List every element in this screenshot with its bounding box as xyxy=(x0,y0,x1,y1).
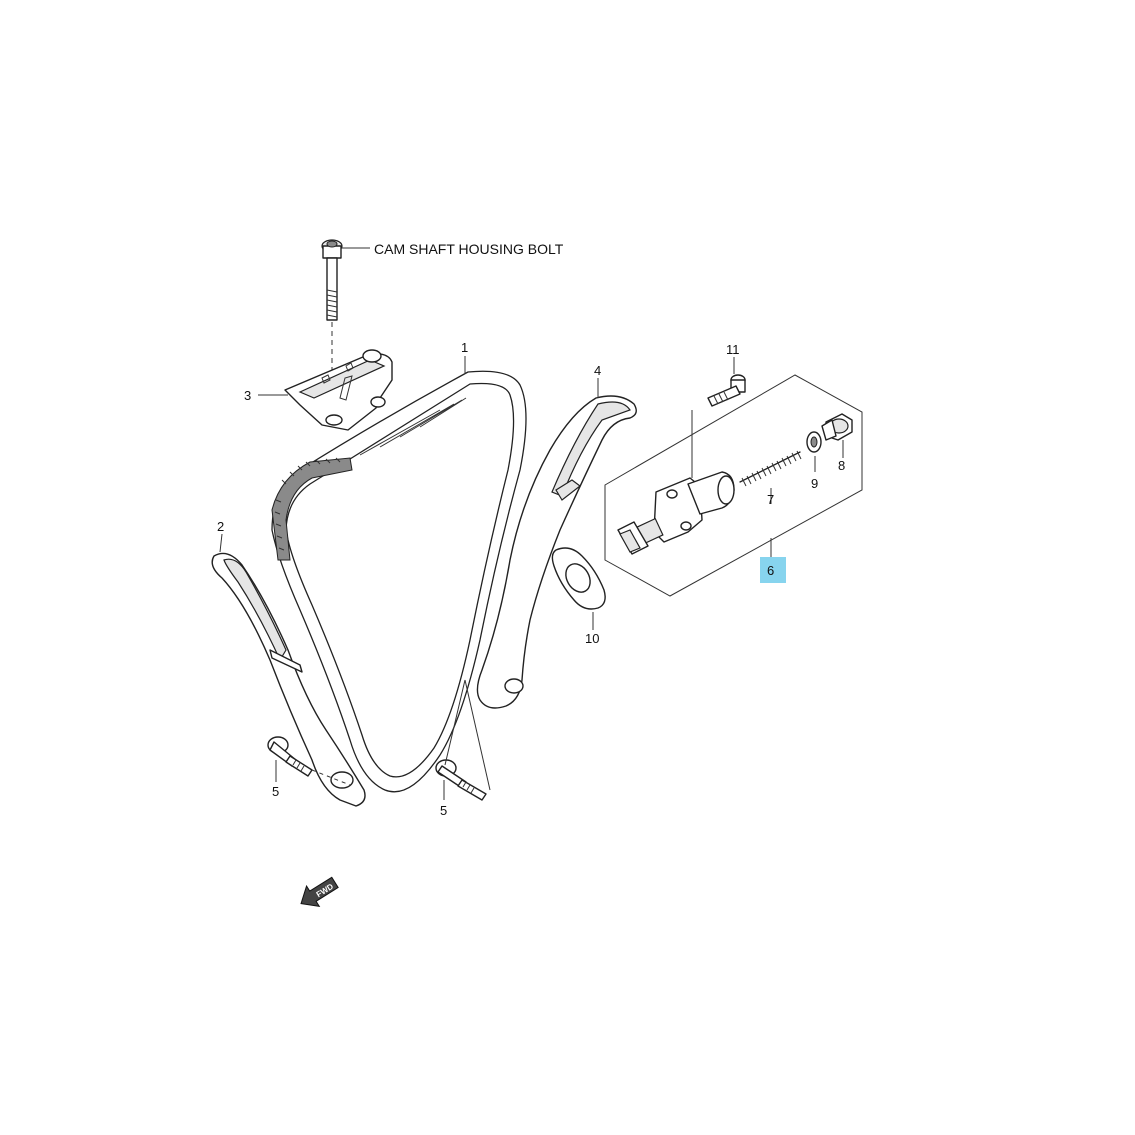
part-10-label: 10 xyxy=(585,631,599,646)
part-3-guide-holder[interactable] xyxy=(284,349,393,431)
part-1-cam-chain[interactable] xyxy=(271,370,527,793)
part-5a-axis xyxy=(311,769,351,786)
part-8-label: 8 xyxy=(838,458,845,473)
part-1-label: 1 xyxy=(461,340,468,355)
part-4-tensioner-guide[interactable] xyxy=(476,395,637,709)
part-2-label: 2 xyxy=(217,519,224,534)
part-6-label: 6 xyxy=(767,563,774,578)
part-11-label: 11 xyxy=(726,342,740,357)
part-5b-label: 5 xyxy=(440,803,447,818)
part-7-spring[interactable] xyxy=(739,450,802,487)
part-4-label: 4 xyxy=(594,363,601,378)
cam-shaft-housing-bolt-label: CAM SHAFT HOUSING BOLT xyxy=(374,241,564,257)
part-2-chain-guide[interactable] xyxy=(211,552,366,807)
part-11-bolt[interactable] xyxy=(707,374,746,407)
part-8-plug-bolt[interactable] xyxy=(821,413,853,441)
part-5b-to-guide-line xyxy=(464,679,491,791)
part-3-label: 3 xyxy=(244,388,251,403)
part-5-bolt-right[interactable] xyxy=(435,759,487,801)
part-9-washer[interactable] xyxy=(806,431,822,453)
part-7-label: 7 xyxy=(767,492,774,507)
part-5b-to-guide-line-2 xyxy=(444,679,466,766)
part-10-gasket[interactable] xyxy=(551,547,606,610)
part-2-leader xyxy=(219,533,223,553)
part-6-highlight xyxy=(760,557,786,583)
cam-shaft-housing-bolt[interactable] xyxy=(321,239,343,321)
part-5a-label: 5 xyxy=(272,784,279,799)
part-6-assembly-box xyxy=(604,374,863,597)
part-5-bolt-left[interactable] xyxy=(267,736,313,777)
part-9-label: 9 xyxy=(811,476,818,491)
tensioner-body[interactable] xyxy=(617,471,735,555)
fwd-arrow-icon: FWD xyxy=(300,876,339,908)
